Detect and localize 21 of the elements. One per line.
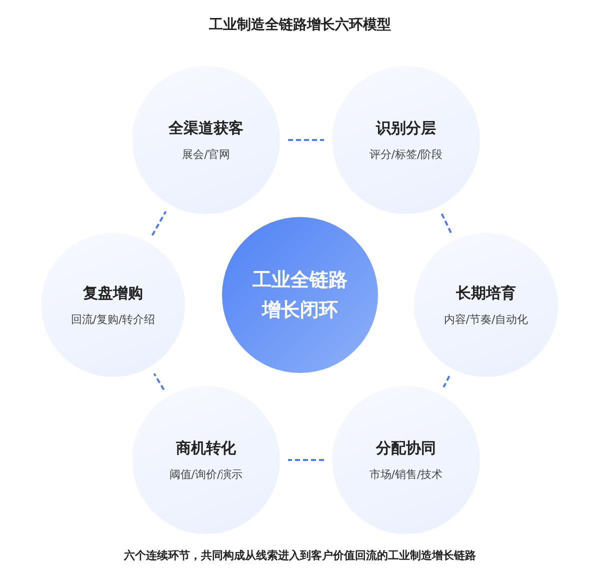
caption: 六个连续环节，共同构成从线索进入到客户价值回流的工业制造增长链路 <box>122 548 477 563</box>
circle-subtitle: 评分/标签/阶段 <box>369 146 443 162</box>
dashed-connector <box>288 139 324 141</box>
circle-title: 复盘增购 <box>83 284 143 302</box>
circle-subtitle: 展会/官网 <box>182 146 230 162</box>
circle-subtitle: 内容/节奏/自动化 <box>444 312 528 326</box>
dashed-connector <box>151 210 167 236</box>
dashed-connector <box>153 373 165 390</box>
dashed-connector <box>288 459 324 461</box>
circle-subtitle: 市场/销售/技术 <box>369 466 443 482</box>
circle-title: 工业全链路增长闭环 <box>251 268 348 323</box>
title: 工业制造全链路增长六环模型 <box>208 16 392 34</box>
dashed-connector <box>440 213 452 234</box>
circle-subtitle: 阈值/询价/演示 <box>169 466 243 482</box>
circle-title: 商机转化 <box>176 438 236 458</box>
circle-title: 全渠道获客 <box>168 118 244 138</box>
circle-subtitle: 回流/复购/转介绍 <box>70 312 156 326</box>
circle-title: 长期培育 <box>456 284 516 302</box>
circle-title: 分配协同 <box>376 438 436 458</box>
circle-title: 识别分层 <box>376 118 436 138</box>
dashed-connector <box>442 376 450 388</box>
